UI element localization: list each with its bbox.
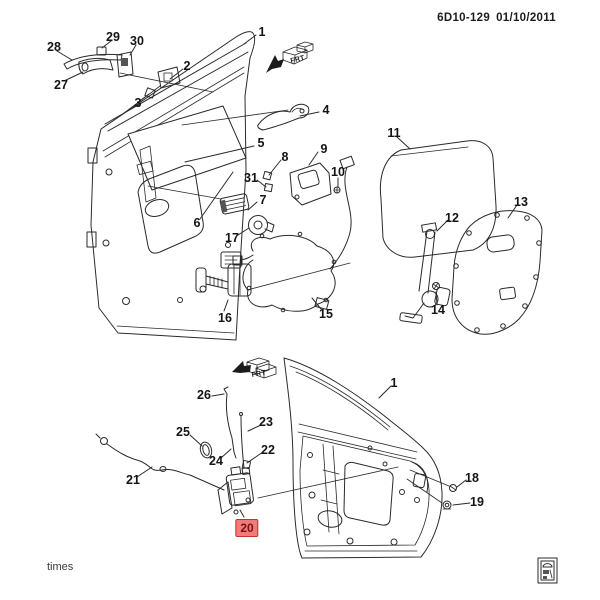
- inner-water-deflector-art: [127, 105, 247, 191]
- alignment-lines: [119, 72, 450, 504]
- outside-handle-art: [257, 103, 310, 131]
- window-regulator-art: [399, 222, 451, 324]
- wiring-harness-art: [220, 155, 355, 313]
- image-caption: times: [47, 561, 74, 573]
- door-check-art: [195, 255, 252, 297]
- door-screws-art: [442, 484, 457, 510]
- drawing-header: 6D10-129 01/10/2011: [431, 12, 556, 24]
- frt-direction-indicator-bottom: FRT: [232, 357, 277, 379]
- front-door-frame-art: [86, 31, 256, 341]
- inside-handle-cable-art: [95, 433, 225, 491]
- lock-rods-art: [199, 386, 252, 470]
- lock-cylinder-art: [248, 215, 275, 235]
- door-inner-panel-details-art: [136, 145, 204, 254]
- drawing-date: 01/10/2011: [496, 12, 556, 24]
- clip-fasteners-art: [262, 170, 341, 194]
- gm-emblem-icon: [537, 557, 558, 584]
- window-glass-art: [379, 140, 497, 258]
- upper-trim-parts-art: [63, 46, 181, 99]
- drawing-number: 6D10-129: [437, 12, 491, 24]
- rear-door-frame-art: [283, 357, 443, 559]
- door-module-panel-art: [451, 210, 543, 335]
- lock-module-art: [219, 193, 250, 215]
- frt-label-top: FRT: [290, 55, 306, 65]
- frt-label-bottom: FRT: [251, 369, 267, 378]
- frt-direction-indicator-top: FRT: [266, 41, 314, 73]
- door-latch-art: [217, 466, 254, 515]
- leader-lines: [56, 34, 518, 518]
- handle-bracket-art: [289, 162, 332, 206]
